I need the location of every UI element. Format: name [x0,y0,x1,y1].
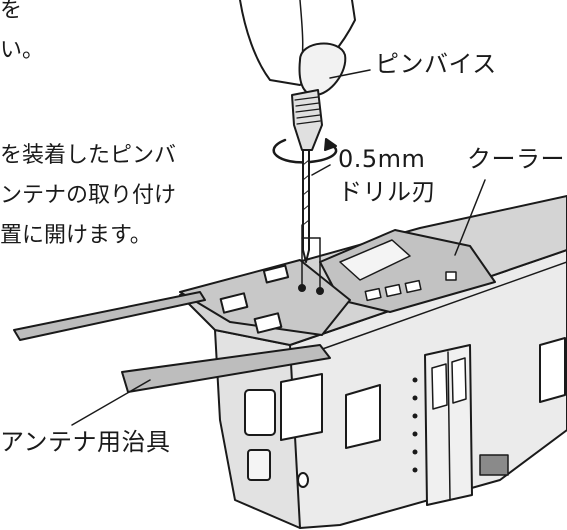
cooler-label: クーラー [467,145,565,173]
leader-cooler [454,179,486,256]
drill-bit-label: ドリル刃 [338,178,436,206]
front-window [244,389,276,436]
instruction-line-4: ンテナの取り付け [0,183,177,208]
drill-bit [302,149,310,263]
pin-vise-label: ピンバイス [375,50,497,78]
leader-pin-vise [329,69,371,79]
roof-gutter [299,261,567,358]
jig-upper-arm [13,291,206,341]
leader-jig [71,379,151,426]
vent-grille [479,454,509,476]
instruction-line-2: い。 [0,38,45,63]
leader-drill [311,164,331,176]
antenna-jig-plate [179,259,351,336]
antenna-jig-label: アンテナ用治具 [0,428,171,456]
drill-size-label: 0.5mm [338,145,426,173]
instruction-line-5: 置に開けます。 [0,223,152,248]
jig-lower-arm [121,344,331,393]
side-window [345,384,381,449]
instruction-line-1: を [0,0,23,23]
instruction-line-3: を装着したピンバ [0,143,177,168]
hand [239,0,356,86]
pin-vise-knob [298,42,347,96]
